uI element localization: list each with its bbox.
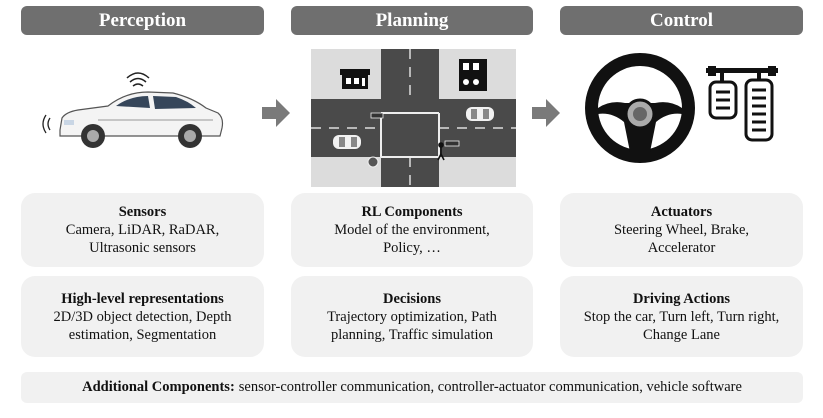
representations-line-1: 2D/3D object detection, Depth bbox=[53, 308, 232, 325]
actuators-title: Actuators bbox=[650, 204, 713, 220]
representations-box: High-level representations 2D/3D object … bbox=[21, 276, 264, 357]
representations-title: High-level representations bbox=[61, 290, 224, 307]
header-planning-label: Planning bbox=[375, 9, 449, 31]
header-planning: Planning bbox=[291, 6, 533, 35]
additional-components-label: Additional Components: bbox=[82, 379, 235, 395]
header-control: Control bbox=[560, 6, 803, 35]
driving-actions-title: Driving Actions bbox=[632, 290, 731, 307]
sensors-line-1: Camera, LiDAR, RaDAR, bbox=[65, 222, 220, 238]
additional-components-bar: Additional Components: sensor-controller… bbox=[21, 372, 803, 403]
decisions-title: Decisions bbox=[383, 290, 441, 307]
decisions-line-2: planning, Traffic simulation bbox=[330, 326, 494, 343]
decisions-box: Decisions Trajectory optimization, Path … bbox=[291, 276, 533, 357]
representations-line-2: estimation, Segmentation bbox=[68, 326, 217, 343]
actuators-line-1: Steering Wheel, Brake, bbox=[613, 222, 750, 238]
pedals-icon bbox=[706, 66, 778, 142]
rl-components-title: RL Components bbox=[361, 204, 463, 220]
car-icon bbox=[42, 72, 224, 148]
steering-wheel-icon bbox=[585, 53, 695, 163]
header-control-label: Control bbox=[650, 9, 713, 31]
arrow-planning-to-control bbox=[532, 99, 560, 127]
driving-actions-line-1: Stop the car, Turn left, Turn right, bbox=[583, 308, 780, 325]
rl-components-line-2: Policy, … bbox=[383, 240, 441, 256]
additional-components-text: sensor-controller communication, control… bbox=[238, 379, 742, 395]
rl-components-line-1: Model of the environment, bbox=[334, 222, 490, 238]
arrow-perception-to-planning bbox=[262, 99, 290, 127]
intersection-map-icon bbox=[311, 49, 516, 187]
driving-actions-line-2: Change Lane bbox=[643, 326, 720, 343]
sensors-title: Sensors bbox=[118, 204, 167, 220]
sensors-box: Sensors Camera, LiDAR, RaDAR, Ultrasonic… bbox=[21, 193, 264, 267]
sensors-line-2: Ultrasonic sensors bbox=[89, 240, 196, 256]
rl-components-box: RL Components Model of the environment, … bbox=[291, 193, 533, 267]
header-perception: Perception bbox=[21, 6, 264, 35]
header-perception-label: Perception bbox=[98, 9, 187, 31]
driving-actions-box: Driving Actions Stop the car, Turn left,… bbox=[560, 276, 803, 357]
actuators-line-2: Accelerator bbox=[647, 240, 716, 256]
actuators-box: Actuators Steering Wheel, Brake, Acceler… bbox=[560, 193, 803, 267]
decisions-line-1: Trajectory optimization, Path bbox=[327, 308, 497, 325]
